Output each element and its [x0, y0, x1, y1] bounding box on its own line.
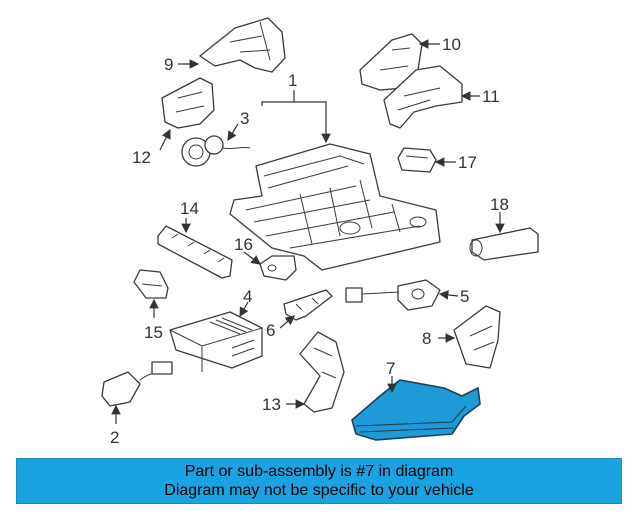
leader-5	[438, 290, 459, 300]
callout-17: 17	[458, 153, 477, 172]
callout-9: 9	[164, 55, 173, 74]
part-3-motor-shape	[181, 135, 251, 167]
callout-1: 1	[288, 71, 297, 90]
part-12-cover-shape	[161, 77, 215, 129]
part-17-clip-shape	[397, 147, 437, 173]
leader-3	[227, 123, 239, 142]
part-4-module-shape	[169, 311, 263, 372]
callout-15: 15	[144, 323, 163, 342]
part-11-cover-shape	[383, 65, 463, 129]
callout-2: 2	[110, 428, 119, 447]
part-6-bracket-shape	[283, 289, 333, 321]
part-18-cover-shape	[469, 227, 539, 261]
part-8-cover-shape	[453, 305, 501, 369]
part-16-bracket-shape	[259, 255, 297, 281]
callout-8: 8	[422, 329, 431, 348]
callout-10: 10	[442, 35, 461, 54]
callout-18: 18	[490, 195, 509, 214]
banner-line-1: Part or sub-assembly is #7 in diagram	[184, 463, 454, 480]
callout-12: 12	[132, 148, 151, 167]
callout-6: 6	[266, 321, 275, 340]
callout-14: 14	[180, 199, 199, 218]
leader-12	[159, 128, 171, 151]
part-13-bracket-shape	[299, 331, 345, 413]
callout-5: 5	[460, 287, 469, 306]
banner-line-2: Diagram may not be specific to your vehi…	[164, 482, 474, 499]
part-15-bracket-shape	[133, 269, 169, 299]
info-banner: Part or sub-assembly is #7 in diagram Di…	[16, 458, 622, 504]
part-1-seat-frame-shape	[229, 143, 441, 271]
leader-16	[243, 251, 261, 265]
leader-4	[239, 301, 249, 318]
callout-16: 16	[234, 235, 253, 254]
callout-3: 3	[240, 109, 249, 128]
leader-6	[279, 315, 295, 329]
part-7-highlighted-shape	[351, 379, 481, 441]
leader-1	[261, 101, 331, 144]
part-2-connector-shape	[101, 361, 173, 407]
callout-13: 13	[262, 395, 281, 414]
parts-diagram: 9 12 3 1 10 11 17	[101, 17, 539, 447]
callout-7: 7	[386, 359, 395, 378]
part-9-cover-shape	[199, 17, 286, 73]
part-14-rail-shape	[157, 225, 233, 279]
callout-4: 4	[243, 287, 252, 306]
part-5-switch-shape	[345, 279, 441, 311]
callout-11: 11	[482, 87, 500, 106]
